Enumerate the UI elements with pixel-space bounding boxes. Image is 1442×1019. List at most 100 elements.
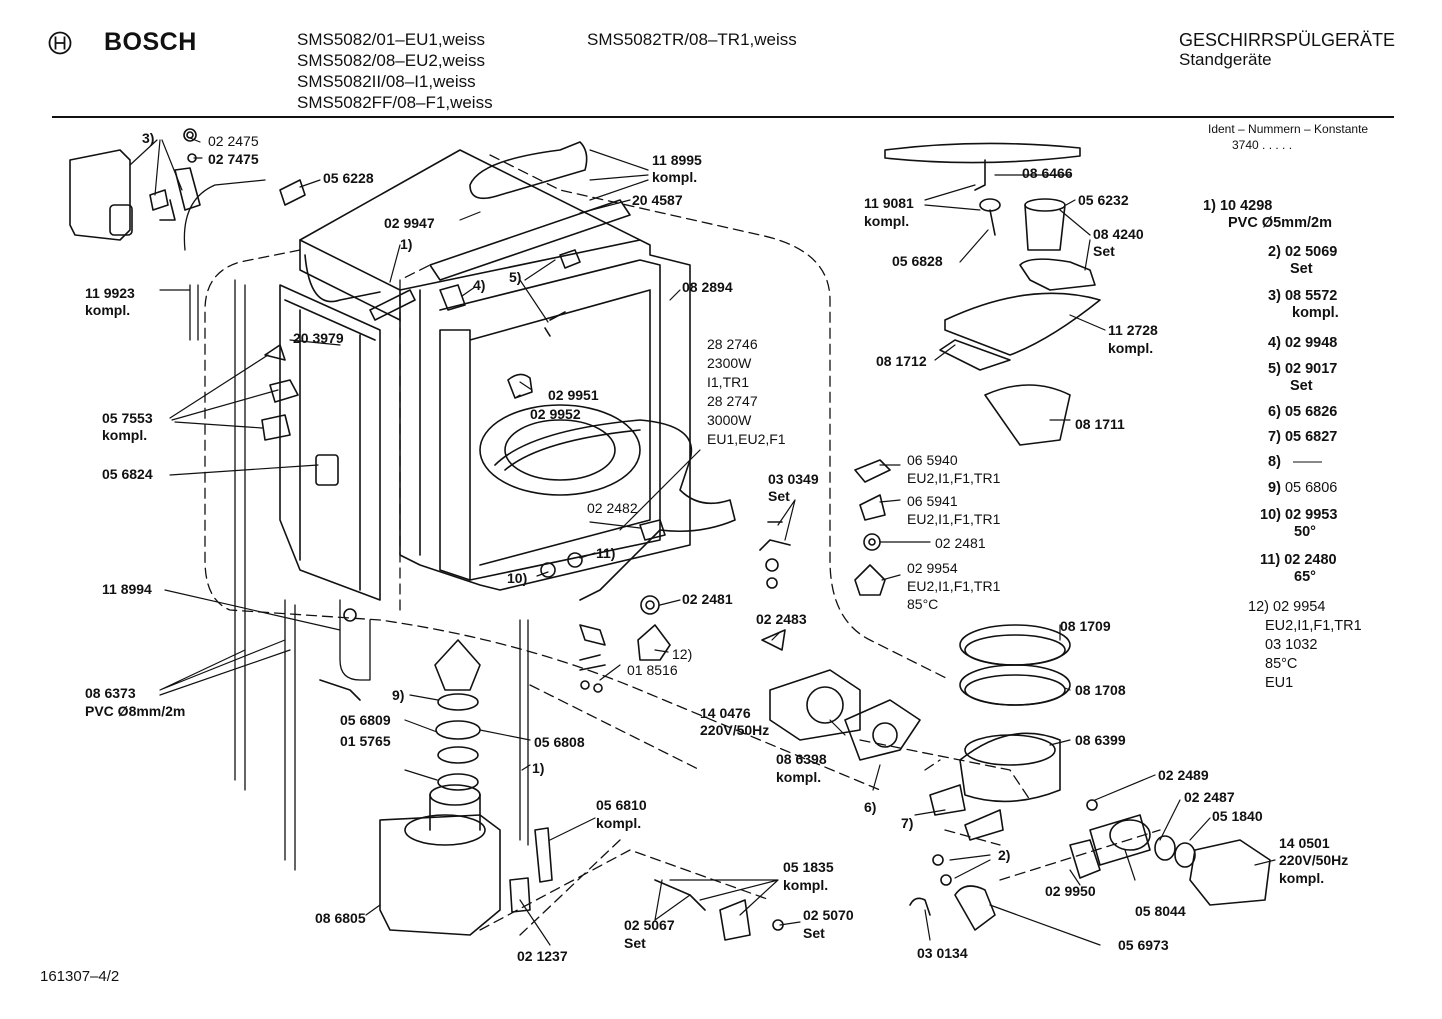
legend-detail: EU1 (1265, 675, 1294, 691)
label-5: 5) (509, 269, 522, 285)
label-9: 9) (392, 687, 405, 703)
legend-part: 05 6827 (1284, 429, 1338, 445)
legend-no: 9) (1268, 480, 1281, 496)
tub-outline-dashed (204, 154, 951, 791)
label-029947: 02 9947 (384, 215, 435, 231)
control-panel (279, 284, 381, 601)
label-119081: 11 9081 (864, 195, 914, 211)
legend-item-7: 7) 05 6827 (1268, 429, 1337, 446)
label-065940: 06 5940 (907, 452, 958, 468)
label-081711: 08 1711 (1075, 416, 1125, 432)
label-086399: 08 6399 (1075, 732, 1126, 748)
label-140501-voltage: 220V/50Hz (1279, 852, 1349, 868)
legend-part: 02 2480 (1284, 552, 1337, 568)
legend-detail: 03 1032 (1265, 637, 1318, 653)
label-058044: 05 8044 (1135, 903, 1186, 919)
label-022483: 02 2483 (756, 611, 807, 627)
label-140501-kompl: kompl. (1279, 870, 1325, 886)
label-027475: 02 7475 (208, 151, 259, 167)
heater-line: 2300W (707, 355, 752, 371)
label-025067-set: Set (624, 935, 646, 951)
legend-detail: 65° (1294, 569, 1316, 585)
legend-no: 5) (1268, 361, 1281, 377)
legend-item-4: 4) 02 9948 (1268, 335, 1337, 352)
legend-item-3: 3) 08 5572 kompl. (1268, 288, 1339, 322)
model-line: SMS5082FF/08–F1,weiss (297, 93, 493, 112)
label-1b: 1) (532, 760, 545, 776)
label-065941-variant: EU2,I1,F1,TR1 (907, 511, 1001, 527)
label-056228: 05 6228 (323, 170, 374, 186)
label-086373-pvc: PVC Ø8mm/2m (85, 703, 186, 719)
label-086466: 08 6466 (1022, 165, 1073, 181)
label-140476-voltage: 220V/50Hz (700, 722, 770, 738)
label-029951: 02 9951 (548, 387, 599, 403)
legend-item-6: 6) 05 6826 (1268, 404, 1337, 421)
legend-no: 4) (1268, 335, 1281, 351)
bosch-logo-icon (48, 31, 72, 55)
heater-line: 28 2747 (707, 393, 758, 409)
legend-item-9: 9) 05 6806 (1268, 480, 1337, 497)
water-tank (69, 149, 131, 241)
label-heater: 28 2746 2300W I1,TR1 28 2747 3000W EU1,E… (707, 335, 786, 449)
label-056232: 05 6232 (1078, 192, 1129, 208)
label-021237: 02 1237 (517, 948, 568, 964)
document-code: 161307–4/2 (40, 968, 120, 985)
tub-body (299, 149, 691, 591)
label-030349: 03 0349 (768, 471, 819, 487)
label-057553-kompl: kompl. (102, 427, 148, 443)
label-022475: 02 2475 (208, 133, 259, 149)
legend-part: 02 5069 (1284, 244, 1338, 260)
label-025070-set: Set (803, 925, 825, 941)
label-015765: 01 5765 (340, 733, 391, 749)
ident-value: 3740 . . . . . (1232, 138, 1293, 152)
label-056808: 05 6808 (534, 734, 585, 750)
heater-line: EU1,EU2,F1 (707, 431, 786, 447)
category-subtitle: Standgeräte (1179, 50, 1272, 69)
label-065940-variant: EU2,I1,F1,TR1 (907, 470, 1001, 486)
legend-item-11: 11) 02 2480 65° (1260, 552, 1337, 586)
legend-item-10: 10) 02 9953 50° (1260, 507, 1337, 541)
legend-no: 12) (1248, 599, 1269, 615)
label-056973: 05 6973 (1118, 937, 1169, 953)
legend-detail: Set (1290, 378, 1313, 394)
label-029954-temp: 85°C (907, 596, 939, 612)
legend-no: 7) (1268, 429, 1281, 445)
drain-motor (769, 669, 861, 741)
brand-name: BOSCH (104, 28, 197, 56)
label-119923: 11 9923 (85, 285, 135, 301)
label-3: 3) (142, 130, 155, 146)
legend-part: 02 9948 (1284, 335, 1338, 351)
legend-part: 05 6806 (1284, 480, 1338, 496)
label-022487: 02 2487 (1184, 789, 1235, 805)
label-081709: 08 1709 (1060, 618, 1111, 634)
label-140501: 14 0501 (1279, 835, 1330, 851)
label-10: 10) (507, 570, 528, 586)
label-022481a: 02 2481 (682, 591, 733, 607)
parts-legend: 1) 10 4298 PVC Ø5mm/2m 2) 02 5069 Set 3)… (1200, 198, 1400, 698)
label-081708: 08 1708 (1075, 682, 1126, 698)
label-12: 12) (672, 646, 693, 662)
model-list-2: SMS5082TR/08–TR1,weiss (587, 29, 797, 50)
label-086398: 08 6398 (776, 751, 827, 767)
header-rule (52, 116, 1394, 118)
label-119923-kompl: kompl. (85, 302, 131, 318)
label-029954-variant: EU2,I1,F1,TR1 (907, 578, 1001, 594)
label-018516: 01 8516 (627, 662, 678, 678)
legend-item-1: 1) 10 4298 PVC Ø5mm/2m (1203, 198, 1332, 232)
label-056828: 05 6828 (892, 253, 943, 269)
category-title: GESCHIRRSPÜLGERÄTE (1179, 30, 1396, 50)
category-block: GESCHIRRSPÜLGERÄTE Standgeräte (1179, 30, 1395, 68)
legend-item-8: 8) —— (1268, 454, 1322, 471)
legend-no: 2) (1268, 244, 1281, 260)
label-056824: 05 6824 (102, 466, 153, 482)
label-086373: 08 6373 (85, 685, 136, 701)
model-line: SMS5082/08–EU2,weiss (297, 51, 486, 70)
model-line: SMS5082II/08–I1,weiss (297, 72, 476, 91)
label-2: 2) (998, 847, 1011, 863)
model-line: SMS5082/01–EU1,weiss (297, 30, 486, 49)
label-084240-set: Set (1093, 243, 1115, 259)
legend-item-12: 12) 02 9954 EU2,I1,F1,TR1 03 1032 85°C E… (1248, 598, 1362, 693)
label-029950: 02 9950 (1045, 883, 1096, 899)
label-4: 4) (473, 277, 486, 293)
